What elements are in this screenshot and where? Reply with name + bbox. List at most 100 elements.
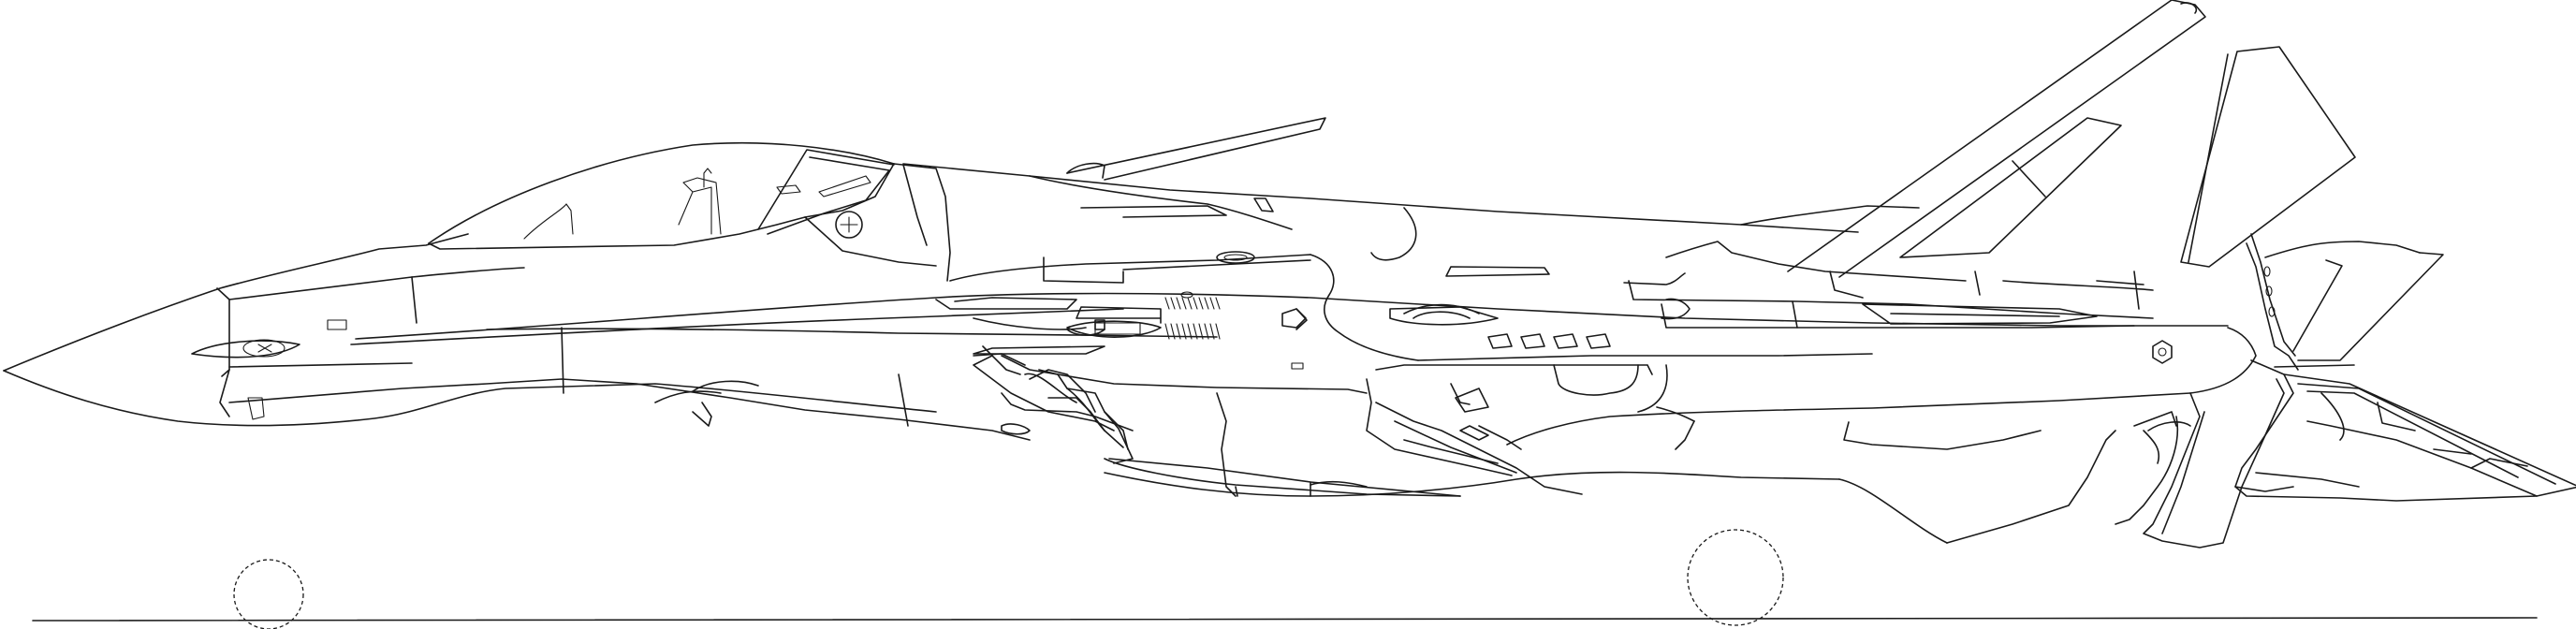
hardpoint-pod [1553,364,1639,396]
small-fairing [1001,423,1031,435]
intake-eye-lid [1403,303,1480,314]
hinge-cross [840,216,858,233]
nose-gear-door-curve [654,390,722,403]
stab-root [2274,364,2355,368]
wingtip-cap [2180,2,2198,14]
nose-lower-line [3,370,937,427]
wing-glove-curve [1310,254,1419,361]
fairing-edge-2 [1974,271,1981,296]
canard-root [1066,162,1105,179]
strake-line-2 [973,353,1026,366]
nose-panel-right [411,276,417,324]
ventral-fin-inner [2161,411,2205,534]
wing-leading-edge [1787,0,2206,278]
gear-bay-front [1216,392,1237,497]
wing-flap-panel [1899,117,2122,258]
sensor-lens [242,339,285,358]
glove-line [1029,175,1293,230]
intake-top [949,254,1311,282]
strake-line-4 [1104,411,1129,450]
intake-edge [804,216,937,267]
tail-light-2 [2265,285,2273,297]
cockpit [428,141,951,282]
nose-chine-line [228,362,413,368]
stab-inner [2292,259,2343,352]
canard-blade [1066,117,1326,181]
weapons-bay-doors [1487,333,1611,349]
nozzle-extension [2283,373,2576,497]
nozzle-flap [2255,472,2360,488]
ground-line [32,617,2538,622]
headrest [523,203,574,240]
forward-wing-extension [1029,117,1417,261]
main-wheel-outline [1687,529,1784,626]
strake-line-3 [1029,369,1096,413]
gear-strut [1024,373,1105,432]
tail-fin-outline [2180,46,2356,268]
canopy-hinge-circle [835,211,863,239]
small-curve [1623,272,1686,285]
fuselage [3,163,2229,544]
nose-gear-door [247,397,265,420]
fairing-top [2096,280,2144,285]
nose-wheel-outline [233,559,304,629]
panel-nose [1661,298,1690,320]
intake-sensor-inner [1223,254,1248,261]
canopy-outline [428,141,895,244]
hex-bolt-icon [2152,340,2173,364]
gear-bay-rear [1366,378,1513,476]
gun-port-vents-lower [1164,323,1221,340]
canopy-rear-frame [767,156,890,235]
intake-eye-inner [1412,311,1471,319]
fin-small-curve-2 [2147,421,2191,432]
nose-vent [327,319,347,330]
bolt-center [2158,347,2167,357]
aux-intake-slot [1890,313,2060,317]
flap-hinge [2012,160,2046,197]
side-panel-lower [973,317,1087,330]
canopy-frame-lower [428,163,895,250]
lower-fin-line [1946,430,2116,544]
aft-belly-line [1104,471,1840,497]
intake-lip-line [902,164,928,246]
main-gear-bay [1216,378,1522,497]
nozzle-seam [2433,448,2472,455]
tail-light-3 [2268,306,2276,317]
fuselage-chine [486,328,1218,338]
lower-intake-panel [1001,392,1134,432]
forward-underside [692,345,1134,450]
tail-light-1 [2263,266,2271,277]
ventral-link [1675,420,1695,450]
bay-edge [1450,383,1471,405]
underside-curve-1 [692,380,759,392]
intake-section [654,251,1461,497]
fin-top-bracket [2133,411,2177,427]
panel-divider-3 [898,373,909,427]
gear-brace [1403,439,1499,464]
nozzle-curve [2320,392,2345,441]
ejection-seat [678,177,722,235]
aft-belly-panel [1375,402,1583,495]
tail-rudder-line [2188,53,2229,263]
aft-top-fairing [1665,241,1967,282]
gear-arm [1047,397,1124,448]
panel-divider-2 [1792,300,1798,329]
gun-port-vents-upper [1164,297,1221,310]
ventral-fins [1675,378,2285,549]
instrument-panel [776,184,801,195]
small-antenna [1253,197,1274,212]
nozzle-upper [2234,359,2294,492]
stab-trailing-edge [2297,252,2444,361]
small-light [1180,291,1193,299]
intake-eye [1389,306,1499,326]
cockpit-rear-bulkhead [893,163,951,282]
fin-front-edge [2115,416,2179,525]
weapons-bay-line [1375,364,1653,375]
main-wing [1787,0,2206,278]
body-crease-upper [355,292,2229,340]
missile-housing [1066,320,1162,338]
aft-fuselage-end [2189,327,2257,394]
vent-curve [1066,329,1105,336]
